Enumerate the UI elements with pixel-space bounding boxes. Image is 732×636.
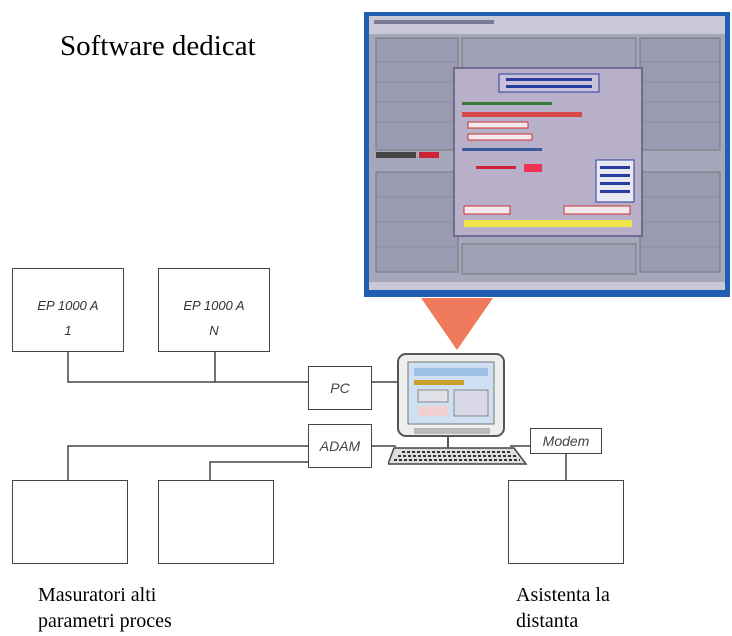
caption-line: Masuratori alti [38,584,157,606]
computer-icon [388,353,528,465]
caption-line: distanta [516,610,579,632]
caption-line: Asistenta la [516,584,610,606]
adam-label: ADAM [319,438,361,454]
caption-remote-assistance: Asistenta la distanta [516,582,610,634]
modem-label: Modem [542,433,590,449]
modem-box: Modem [530,428,602,454]
process-sensor-box-1 [12,480,128,564]
device-index-label: 1 [64,323,72,338]
arrow-down-icon [421,298,493,350]
software-screenshot [364,12,730,297]
pc-box: PC [308,366,372,410]
pc-label: PC [330,380,350,396]
adam-box: ADAM [308,424,372,468]
diagram-title: Software dedicat [60,30,256,62]
ep1000a-device-n: EP 1000 A N [158,268,270,352]
device-model-label: EP 1000 A [37,298,99,313]
ep1000a-device-1: EP 1000 A 1 [12,268,124,352]
caption-line: parametri proces [38,610,172,632]
device-index-label: N [209,323,219,338]
remote-assistance-box [508,480,624,564]
device-model-label: EP 1000 A [183,298,245,313]
caption-process-measurements: Masuratori alti parametri proces [38,582,172,634]
process-sensor-box-2 [158,480,274,564]
